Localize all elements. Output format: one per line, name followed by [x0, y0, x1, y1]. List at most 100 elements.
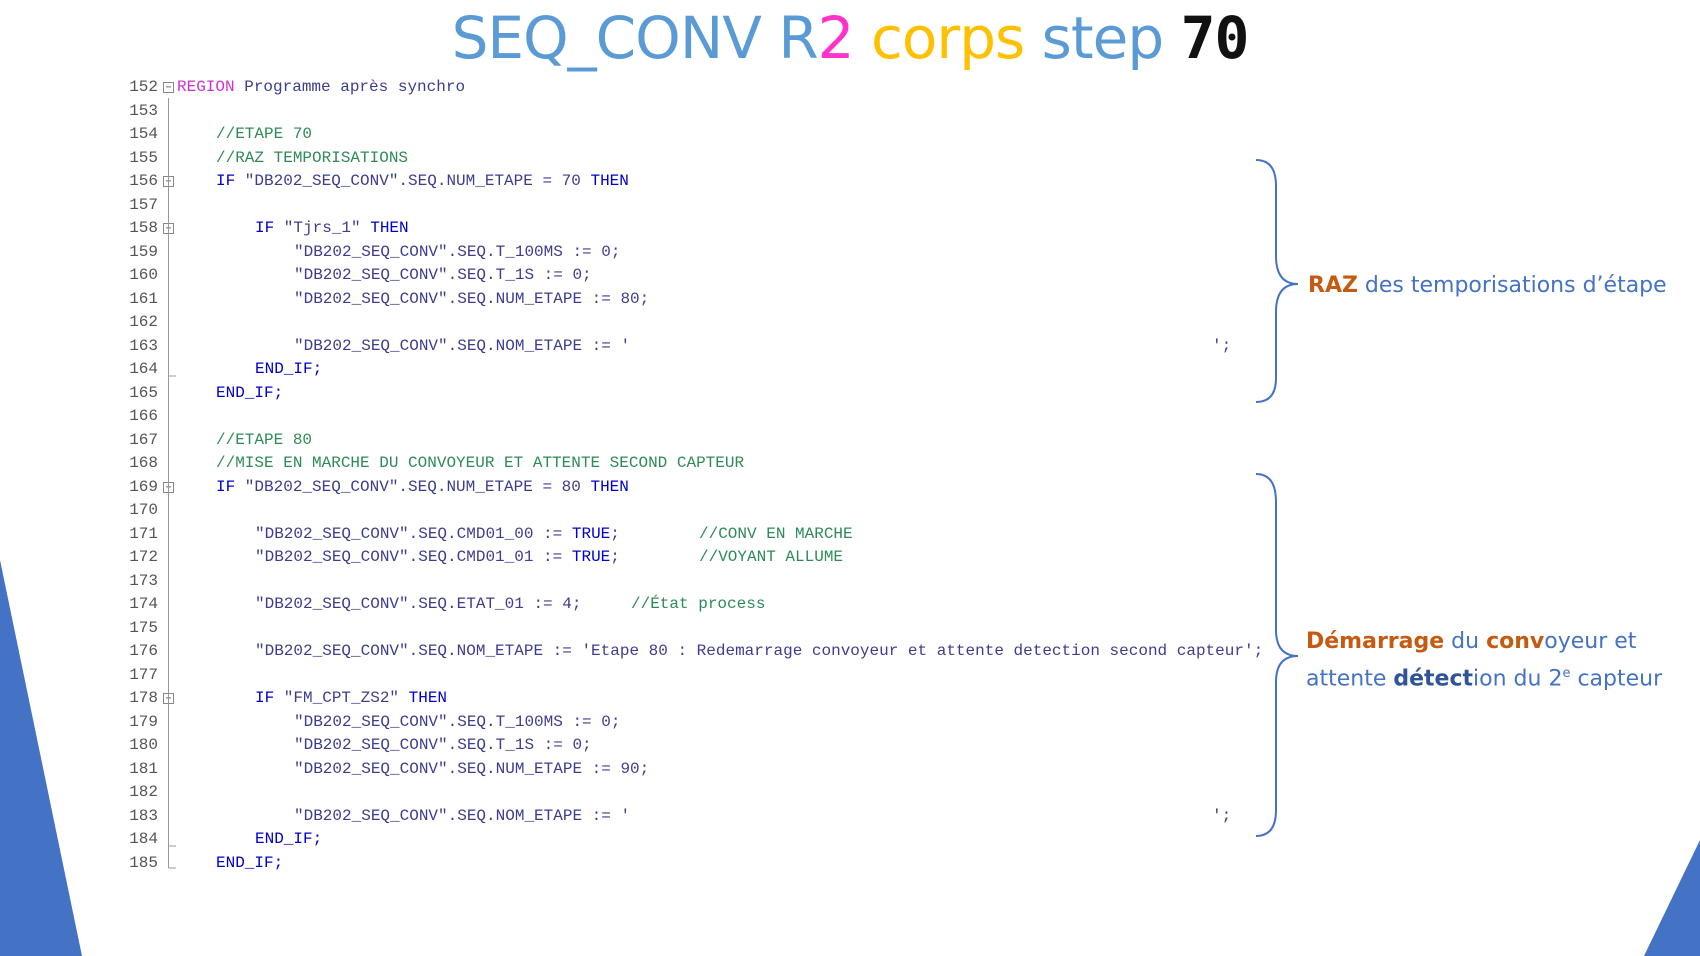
- line-number: 163: [129, 336, 158, 355]
- line-number: 174: [129, 595, 158, 613]
- code-keyword: END_IF;: [216, 383, 284, 402]
- code-statement: "DB202_SEQ_CONV".SEQ.NOM_ETAPE := ': [294, 336, 631, 355]
- code-statement-end: ';: [1212, 806, 1232, 825]
- code-token: THEN: [370, 219, 409, 237]
- code-comment: //MISE EN MARCHE DU CONVOYEUR ET ATTENTE…: [216, 454, 745, 472]
- code-token: "Tjrs_1": [274, 219, 371, 237]
- code-comment: //CONV EN MARCHE: [699, 524, 853, 543]
- line-number: 165: [129, 383, 158, 402]
- line-number: 172: [129, 548, 158, 566]
- line-number: 181: [129, 759, 158, 778]
- collapse-icon[interactable]: −: [163, 82, 174, 93]
- code-token: ;: [610, 548, 620, 566]
- code-token: Programme après synchro: [234, 78, 466, 96]
- left-decor-shape: [0, 560, 82, 956]
- right-decor-shape: [1644, 840, 1700, 956]
- line-number: 184: [129, 830, 158, 848]
- line-number: 176: [129, 642, 158, 660]
- line-number: 158: [129, 219, 158, 237]
- code-statement: "DB202_SEQ_CONV".SEQ.NOM_ETAPE := 'Etape…: [255, 642, 1264, 660]
- line-number: 166: [129, 407, 158, 425]
- title-part-2: 2: [817, 4, 855, 72]
- title-part-corps: corps: [853, 4, 1025, 72]
- annotation-keyword: Démarrage: [1306, 629, 1445, 654]
- title-part-number: 70: [1180, 4, 1250, 72]
- title-part-r: R: [778, 4, 818, 72]
- line-number: 168: [129, 454, 158, 472]
- line-number: 153: [129, 101, 158, 120]
- code-token: "DB202_SEQ_CONV".SEQ.NUM_ETAPE = 70: [235, 172, 591, 190]
- code-token: TRUE: [571, 524, 611, 543]
- collapse-icon[interactable]: −: [163, 481, 174, 493]
- code-token: REGION: [177, 78, 235, 96]
- title-part-seqconv: SEQ_CONV: [451, 4, 779, 72]
- code-comment: //ETAPE 80: [216, 430, 313, 449]
- annotation-keyword: RAZ: [1308, 273, 1358, 298]
- code-token: ;: [610, 524, 620, 543]
- line-number: 173: [129, 571, 158, 590]
- annotation-keyword: conv: [1486, 629, 1545, 654]
- line-number: 160: [129, 266, 158, 284]
- annotation-raz: RAZ des temporisations d’étape: [1308, 270, 1667, 302]
- code-token: THEN: [408, 689, 448, 707]
- code-token: "FM_CPT_ZS2": [274, 689, 409, 707]
- line-number: 180: [129, 736, 158, 754]
- annotation-demarrage: Démarrage du convoyeur et attente détect…: [1306, 626, 1662, 695]
- code-statement: "DB202_SEQ_CONV".SEQ.ETAT_01 := 4;: [255, 595, 582, 613]
- code-statement: "DB202_SEQ_CONV".SEQ.T_100MS := 0;: [294, 712, 621, 731]
- annotation-text: capteur: [1570, 666, 1663, 692]
- code-statement: "DB202_SEQ_CONV".SEQ.T_1S := 0;: [294, 266, 592, 284]
- collapse-icon[interactable]: −: [163, 693, 174, 704]
- code-token: THEN: [590, 477, 629, 496]
- code-token: IF: [255, 219, 275, 237]
- annotation-text: oyeur et: [1544, 629, 1637, 654]
- code-statement: "DB202_SEQ_CONV".SEQ.NOM_ETAPE := ': [294, 806, 631, 825]
- code-token: IF: [216, 172, 236, 190]
- slide-title: SEQ_CONV R2 corps step 70: [0, 2, 1700, 74]
- line-number: 182: [129, 783, 158, 801]
- annotation-text: ion du 2: [1473, 666, 1563, 692]
- annotation-superscript: e: [1562, 666, 1571, 681]
- code-keyword: END_IF;: [255, 360, 323, 378]
- code-keyword: END_IF;: [255, 830, 323, 848]
- code-statement: "DB202_SEQ_CONV".SEQ.T_100MS := 0;: [294, 242, 621, 261]
- line-number: 156: [129, 172, 158, 190]
- line-number: 164: [129, 360, 158, 378]
- collapse-icon[interactable]: −: [163, 176, 174, 187]
- code-token: THEN: [590, 172, 629, 190]
- code-token: IF: [255, 689, 275, 707]
- annotation-text: des temporisations d’étape: [1357, 273, 1667, 298]
- code-statement: "DB202_SEQ_CONV".SEQ.NUM_ETAPE := 90;: [294, 759, 650, 778]
- line-number: 159: [129, 242, 158, 261]
- code-statement: "DB202_SEQ_CONV".SEQ.NUM_ETAPE := 80;: [294, 289, 650, 308]
- code-token: "DB202_SEQ_CONV".SEQ.NUM_ETAPE = 80: [235, 477, 591, 496]
- line-number: 177: [129, 665, 158, 684]
- brace-demarrage: [1255, 473, 1299, 837]
- line-number: 154: [129, 125, 158, 143]
- code-token: "DB202_SEQ_CONV".SEQ.CMD01_01 :=: [255, 548, 572, 566]
- line-number: 157: [129, 195, 158, 214]
- line-number: 171: [129, 524, 158, 543]
- code-comment: //État process: [631, 595, 766, 613]
- annotation-keyword: détect: [1393, 666, 1474, 692]
- code-token: TRUE: [571, 548, 611, 566]
- line-number: 183: [129, 806, 158, 825]
- code-comment: //RAZ TEMPORISATIONS: [216, 148, 409, 167]
- line-number: 167: [129, 430, 158, 449]
- collapse-icon[interactable]: −: [163, 223, 174, 234]
- line-number: 178: [129, 689, 158, 707]
- annotation-text: attente: [1306, 666, 1394, 692]
- line-number: 162: [129, 313, 158, 331]
- line-number: 152: [129, 78, 158, 96]
- code-keyword: END_IF;: [216, 853, 284, 872]
- line-number: 161: [129, 289, 158, 308]
- line-number: 155: [129, 148, 158, 167]
- code-token: "DB202_SEQ_CONV".SEQ.CMD01_00 :=: [255, 524, 572, 543]
- line-number: 175: [129, 618, 158, 637]
- code-statement: "DB202_SEQ_CONV".SEQ.T_1S := 0;: [294, 736, 592, 754]
- title-part-step: step: [1024, 4, 1181, 72]
- code-token: IF: [216, 477, 236, 496]
- code-comment: //ETAPE 70: [216, 125, 313, 143]
- line-number: 170: [129, 501, 158, 519]
- line-number: 169: [129, 477, 158, 496]
